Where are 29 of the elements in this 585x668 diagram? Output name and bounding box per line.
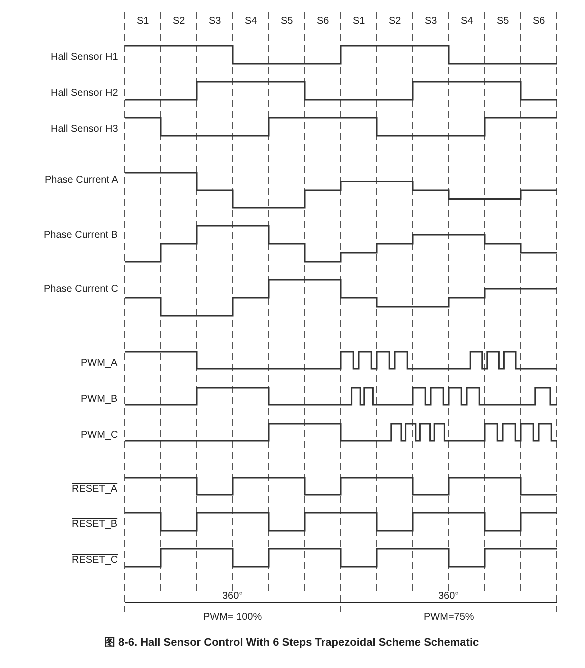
column-label: S2	[389, 16, 402, 28]
signal-label: RESET_B	[72, 519, 118, 531]
column-label: S1	[137, 16, 150, 28]
duty-cycle-label: PWM=75%	[424, 612, 474, 624]
duty-cycle-label: PWM= 100%	[204, 612, 262, 624]
angle-label: 360°	[438, 591, 460, 603]
signal-label: PWM_A	[81, 358, 118, 370]
column-label: S1	[353, 16, 366, 28]
column-label: S6	[533, 16, 546, 28]
signal-label: Hall Sensor H3	[51, 124, 118, 136]
signal-label: Phase Current A	[45, 175, 118, 187]
column-label: S4	[461, 16, 474, 28]
column-label: S4	[245, 16, 258, 28]
column-label: S6	[317, 16, 330, 28]
signal-label: Hall Sensor H2	[51, 88, 118, 100]
column-label: S5	[497, 16, 510, 28]
signal-label: Hall Sensor H1	[51, 52, 118, 64]
figure-caption: 图 8-6. Hall Sensor Control With 6 Steps Trapezoidal Scheme Schematic	[104, 637, 480, 649]
signal-label: PWM_C	[81, 430, 118, 442]
column-label: S3	[425, 16, 438, 28]
signal-label: RESET_A	[72, 484, 118, 496]
column-label: S3	[209, 16, 222, 28]
signal-label: Phase Current C	[44, 284, 118, 296]
signal-label: Phase Current B	[44, 230, 118, 242]
signal-label: RESET_C	[72, 555, 118, 567]
column-label: S5	[281, 16, 294, 28]
signal-label: PWM_B	[81, 394, 118, 406]
angle-label: 360°	[222, 591, 244, 603]
column-label: S2	[173, 16, 186, 28]
